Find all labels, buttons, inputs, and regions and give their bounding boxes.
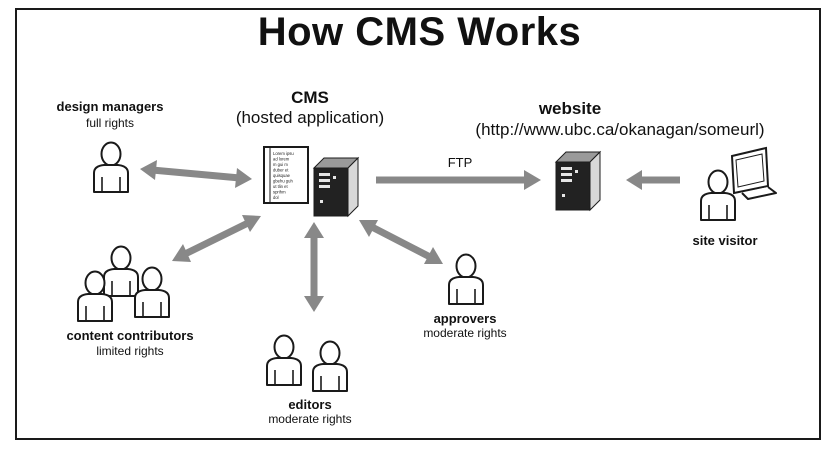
site-visitor-label: site visitor — [692, 233, 758, 248]
approvers-label: approvers — [433, 311, 497, 326]
cms-label: CMS — [291, 88, 329, 107]
arrow-ftp — [376, 170, 541, 190]
cms-sublabel: (hosted application) — [235, 108, 385, 127]
content-contributors-label: content contributors — [66, 328, 194, 343]
design-managers-label: design managers — [56, 99, 164, 114]
website-url: (http://www.ubc.ca/okanagan/someurl) — [475, 120, 765, 139]
document-text-line: ut tlin et — [273, 184, 289, 189]
content-contributors-rights: limited rights — [96, 344, 164, 358]
arrow-cms-approvers — [359, 220, 443, 264]
document-text-line: gbehu guh — [273, 179, 293, 184]
document-text-line: duber et — [273, 168, 289, 173]
website-label: website — [538, 99, 602, 118]
document-text-line: dol — [273, 195, 279, 200]
document-text-line: quisquae — [273, 173, 291, 178]
document-text-line: Lorem ipsu — [273, 151, 294, 156]
document-text-line: ad lorem — [273, 157, 290, 162]
document-text-line: sprihm — [273, 190, 286, 195]
website-server-icon — [555, 151, 601, 211]
arrow-design-managers-cms — [140, 160, 252, 188]
site-visitor-person-icon — [700, 169, 736, 221]
editors-label: editors — [288, 397, 332, 412]
approver-person-icon — [448, 253, 484, 305]
ftp-label: FTP — [447, 155, 473, 170]
design-manager-person-icon — [93, 141, 129, 193]
arrow-cms-contributors — [172, 215, 261, 262]
diagram-frame — [15, 8, 821, 440]
editors-rights: moderate rights — [268, 412, 352, 426]
arrow-visitor-website — [626, 170, 680, 190]
design-managers-rights: full rights — [85, 116, 135, 130]
content-contributors-people-icon — [77, 245, 170, 322]
diagram-title: How CMS Works — [257, 10, 582, 54]
document-text-line: m gui m — [273, 162, 288, 167]
arrow-cms-editors — [304, 222, 324, 312]
editors-people-icon — [266, 334, 348, 392]
approvers-rights: moderate rights — [423, 326, 507, 340]
monitor-icon — [730, 146, 777, 200]
cms-server-icon — [313, 157, 359, 217]
